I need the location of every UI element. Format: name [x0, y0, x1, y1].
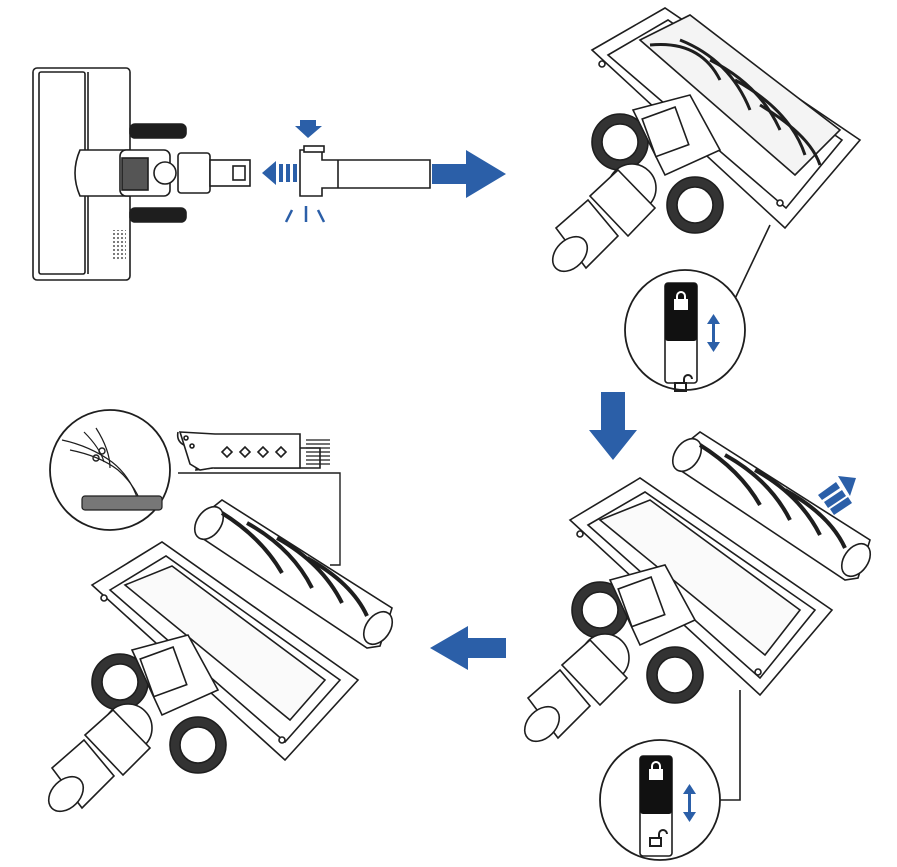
lock-slider — [640, 756, 672, 814]
click-lines-icon — [284, 206, 326, 223]
padlock-unlocked-icon — [674, 374, 693, 392]
step4-brush-head — [47, 541, 360, 813]
step3-roller — [671, 431, 872, 581]
padlock-unlocked-icon — [649, 829, 668, 847]
cleaning-tool — [176, 431, 330, 471]
push-left-arrow-icon — [262, 161, 276, 185]
step2-lock-callout — [624, 224, 771, 392]
roller-removal-arrow-icon — [818, 476, 856, 515]
padlock-locked-icon — [649, 761, 663, 780]
press-down-arrow-icon — [295, 126, 322, 138]
lock-slider — [665, 283, 697, 341]
step2-brush-head — [551, 7, 862, 273]
step1-brush-head-top-view — [32, 67, 251, 281]
up-down-arrow-icon — [707, 314, 720, 352]
down-arrow-icon — [589, 392, 637, 460]
hair-cutting-callout — [49, 409, 171, 531]
up-down-arrow-icon — [683, 784, 696, 822]
step3-brush-head — [523, 477, 834, 743]
step1-release-indicator — [262, 120, 326, 223]
step3-lock-callout — [599, 690, 741, 861]
left-arrow-icon — [430, 626, 506, 670]
tool-leader-line — [178, 472, 341, 566]
vent-dots — [112, 230, 126, 260]
step4-roller — [193, 499, 394, 649]
step1-extension-tube — [299, 145, 431, 197]
padlock-locked-icon — [674, 291, 688, 310]
pull-out-right-arrow-icon — [432, 150, 506, 198]
